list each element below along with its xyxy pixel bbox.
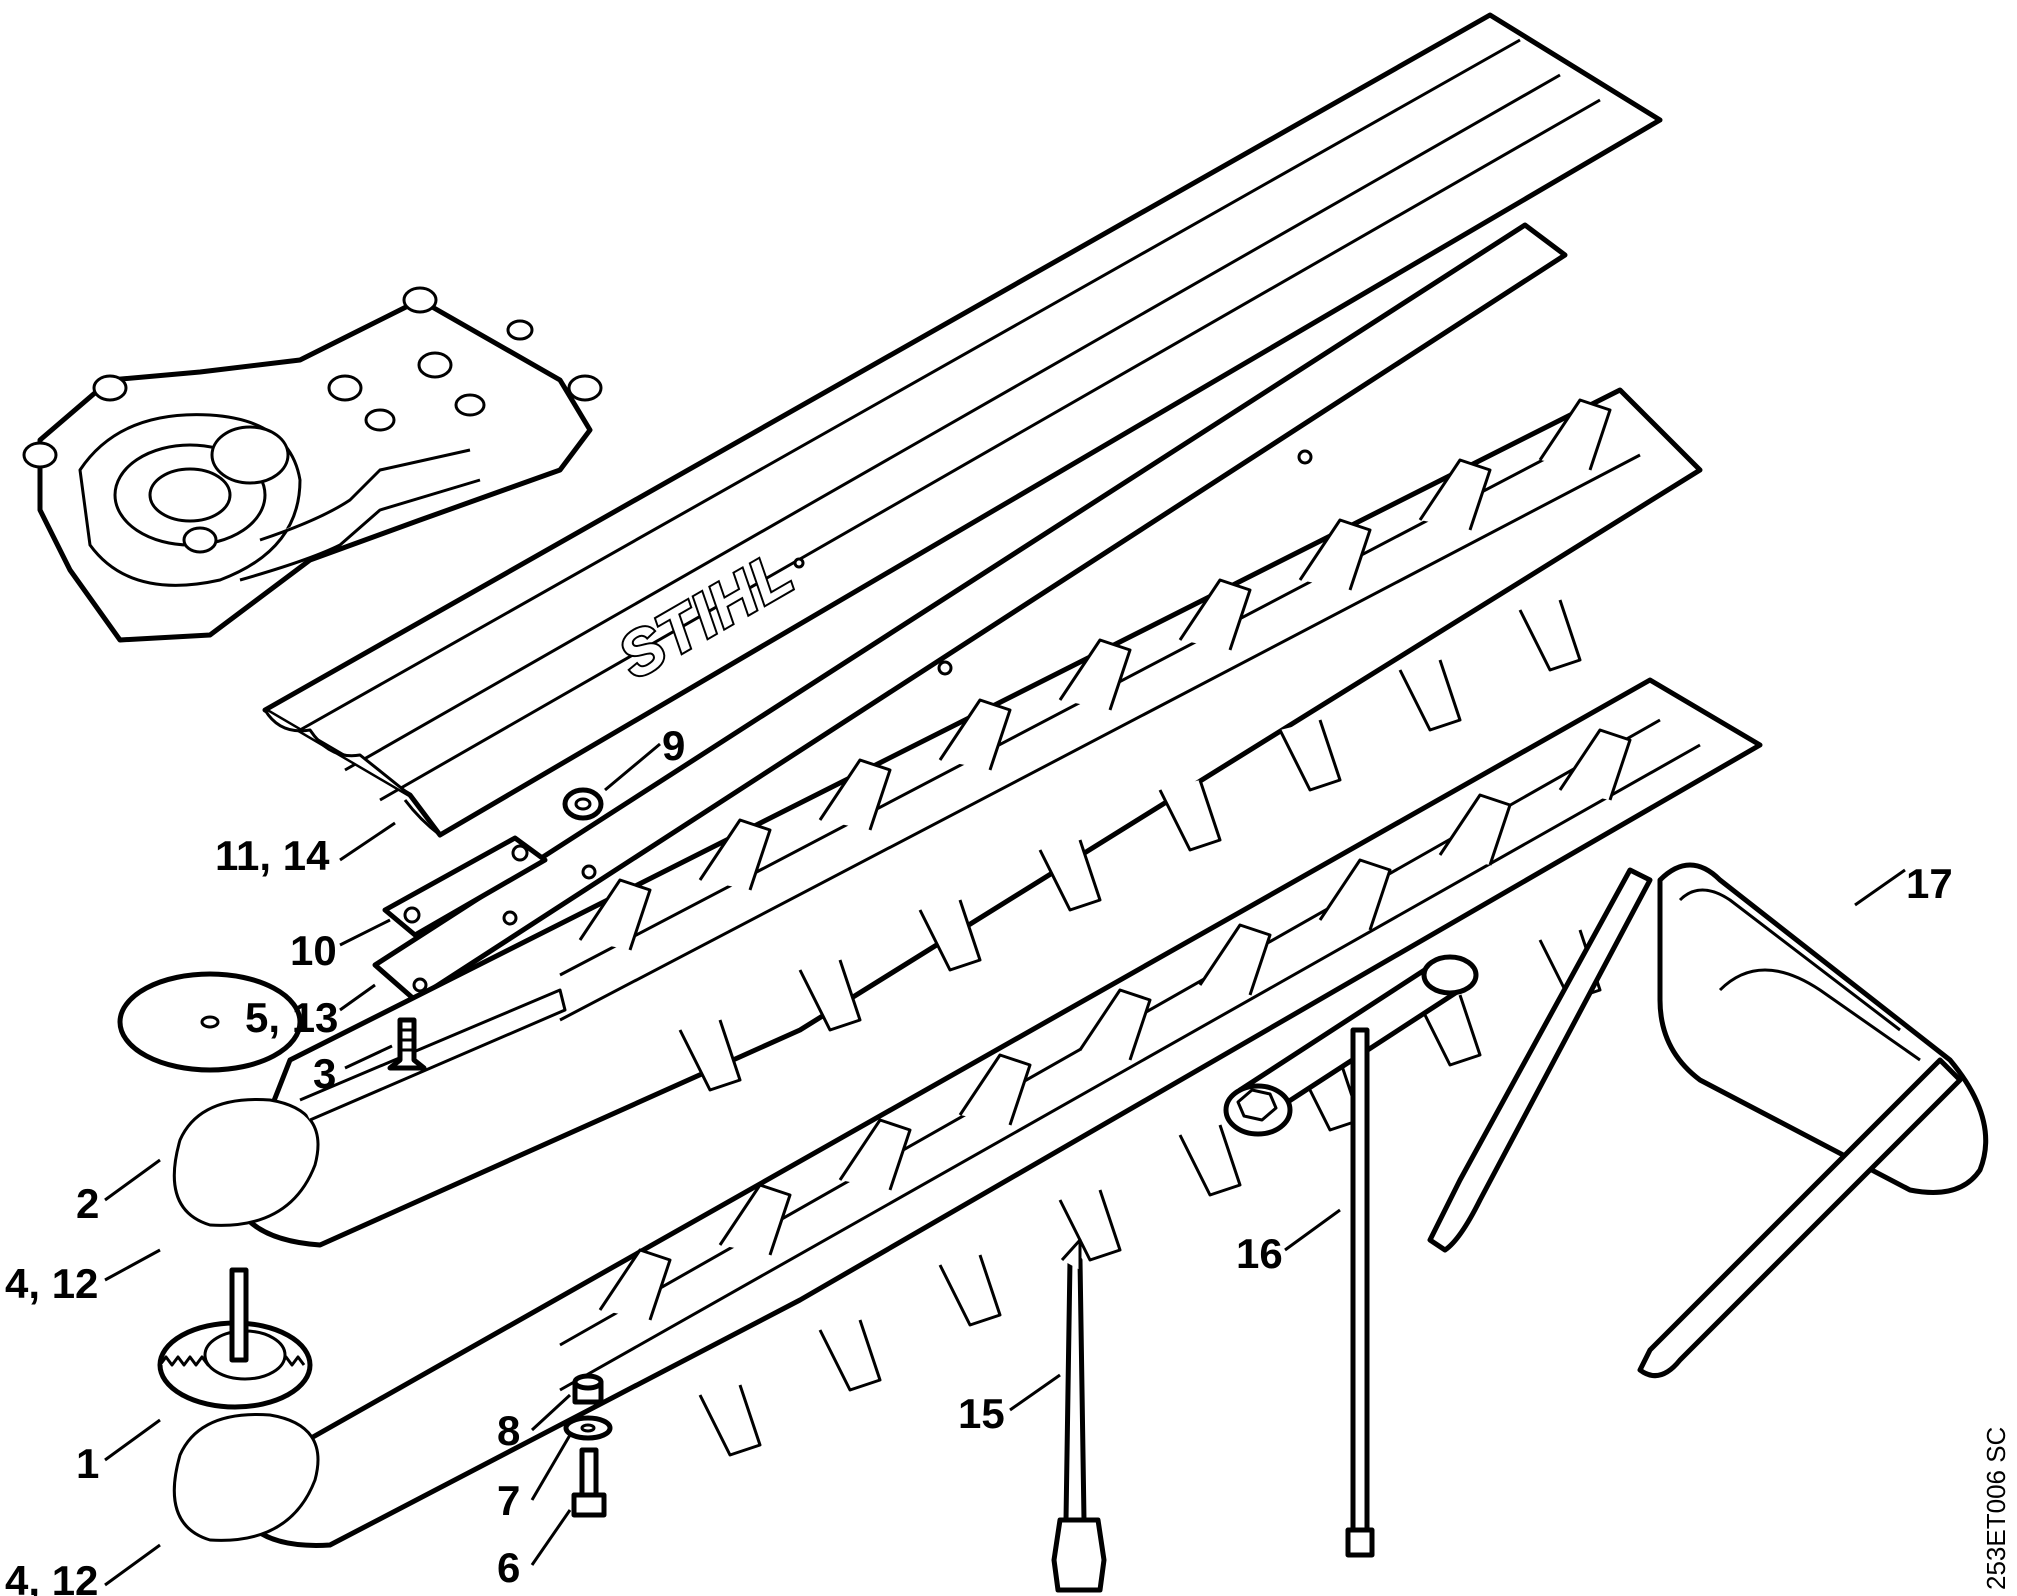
gear-housing	[22, 286, 603, 643]
callout-3: 3	[313, 1050, 336, 1097]
support-bar	[372, 222, 1568, 1003]
hex-screw	[571, 1447, 607, 1518]
callout-2: 2	[76, 1180, 99, 1227]
callout-4-12-a: 4, 12	[5, 1260, 98, 1307]
callout-1: 1	[76, 1440, 99, 1487]
screwdriver	[1051, 1238, 1107, 1593]
lower-cutting-blade	[172, 677, 1763, 1548]
callout-8: 8	[497, 1407, 520, 1454]
callout-5-13: 5, 13	[245, 994, 338, 1041]
callout-17: 17	[1906, 860, 1953, 907]
callout-9: 9	[662, 722, 685, 769]
callout-16: 16	[1236, 1230, 1283, 1277]
callout-15: 15	[958, 1390, 1005, 1437]
leader-lines	[104, 742, 1906, 1587]
drawing-code: 253ET006 SC	[1981, 1427, 2011, 1590]
bushing	[572, 1373, 604, 1405]
callout-10: 10	[290, 927, 337, 974]
washer-disc	[117, 971, 303, 1073]
callout-11-14: 11, 14	[215, 832, 330, 879]
nut	[562, 787, 604, 821]
combination-wrench	[1223, 954, 1479, 1558]
callout-6: 6	[497, 1544, 520, 1591]
gear-wheel	[157, 1267, 313, 1410]
screw	[387, 1017, 427, 1071]
callout-labels: 9 11, 14 10 5, 13 3 2 4, 12 1 4, 12 8 7 …	[5, 722, 1953, 1596]
callout-4-12-b: 4, 12	[5, 1557, 98, 1596]
safety-glasses	[1427, 862, 1989, 1379]
plate	[382, 835, 548, 938]
upper-cutting-blade	[172, 387, 1703, 1248]
callout-7: 7	[497, 1477, 520, 1524]
washer	[563, 1415, 613, 1441]
